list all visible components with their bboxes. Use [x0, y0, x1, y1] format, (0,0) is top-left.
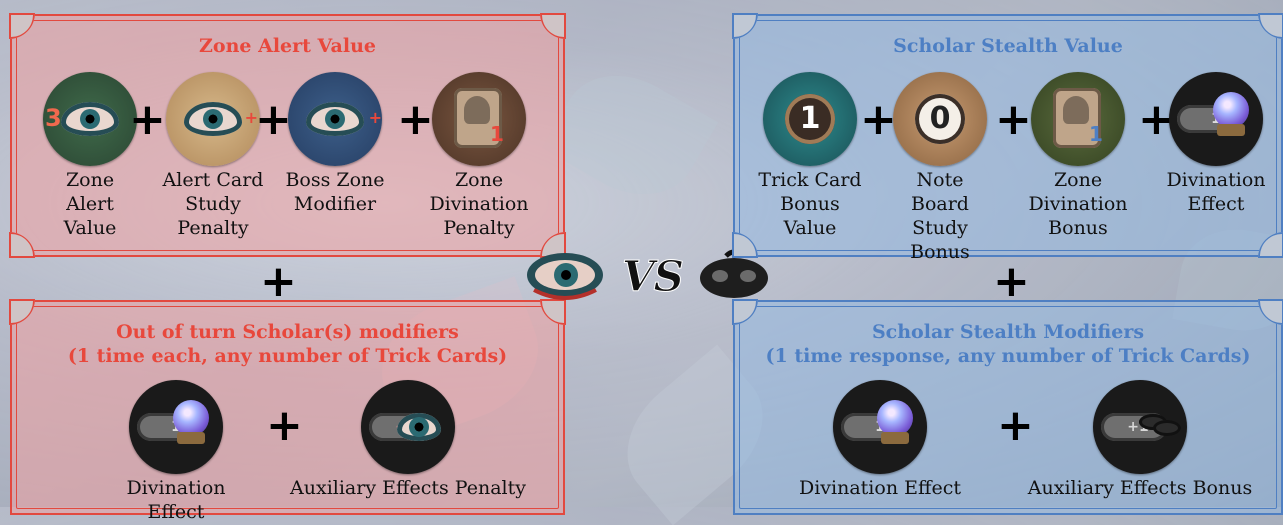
- eye-icon: +1: [361, 380, 455, 474]
- plus-icon: +: [997, 400, 1034, 451]
- note-board-study-bonus-item: 0 Note Board Study Bonus: [885, 72, 995, 264]
- divination-effect-item: 1 Divination Effect: [1161, 72, 1271, 216]
- auxiliary-effects-bonus-item: +1 Auxiliary Effects Bonus: [1025, 380, 1255, 500]
- modifiers-title-line2: (1 time each, any number of Trick Cards): [67, 345, 508, 367]
- card-graphic: [454, 88, 502, 148]
- eye-icon: [527, 253, 603, 300]
- zone-alert-value-item: 3 Zone Alert Value: [35, 72, 145, 240]
- plus-icon: +: [993, 256, 1030, 307]
- penalty-badge: +: [244, 108, 258, 127]
- card-graphic: [1053, 88, 1101, 148]
- item-label: Boss Zone Modifier: [285, 169, 385, 215]
- eye-graphic: [306, 102, 364, 136]
- plus-icon: +: [260, 256, 297, 307]
- divination-effect-item: 1 Divination Effect: [106, 380, 246, 524]
- panel-corner: [1258, 232, 1283, 258]
- scholar-stealth-panel: Scholar Stealth Value 1 Trick Card Bonus…: [732, 13, 1283, 263]
- panel-corner: [9, 232, 35, 258]
- plus-icon: +: [129, 94, 166, 145]
- modifier-badge: +: [368, 108, 382, 127]
- divination-card-icon: 1: [432, 72, 526, 166]
- item-label: Divination Effect: [1166, 169, 1266, 215]
- orb-base: [881, 432, 909, 444]
- eye-icon: +: [288, 72, 382, 166]
- token-value: 1: [785, 94, 835, 144]
- eye-graphic: [184, 102, 242, 136]
- zone-alert-title: Zone Alert Value: [199, 35, 376, 57]
- eye-graphic: [61, 102, 119, 136]
- token-value: 0: [915, 94, 965, 144]
- zone-divination-penalty-item: 1 Zone Divination Penalty: [424, 72, 534, 240]
- out-of-turn-modifiers-panel: Out of turn Scholar(s) modifiers (1 time…: [9, 299, 566, 523]
- plus-icon: +: [397, 94, 434, 145]
- item-label: Divination Effect: [798, 477, 961, 499]
- eye-icon: 3: [43, 72, 137, 166]
- modifiers-title-line1: Scholar Stealth Modifiers: [871, 321, 1145, 343]
- plus-icon: +: [995, 94, 1032, 145]
- trick-token-icon: 1: [763, 72, 857, 166]
- orb-graphic: [877, 400, 913, 436]
- scholar-stealth-title: Scholar Stealth Value: [893, 35, 1123, 57]
- note-token-icon: 0: [893, 72, 987, 166]
- item-label: Note Board Study Bonus: [910, 169, 970, 263]
- plus-icon: +: [860, 94, 897, 145]
- item-label: Zone Divination Bonus: [1028, 169, 1128, 239]
- orb-base: [177, 432, 205, 444]
- divination-badge: 1: [1089, 122, 1103, 146]
- item-label: Auxiliary Effects Penalty: [290, 477, 526, 499]
- plus-icon: +: [1138, 94, 1175, 145]
- item-label: Trick Card Bonus Value: [758, 169, 862, 239]
- zone-alert-badge: 3: [45, 104, 62, 132]
- eye-icon: +: [166, 72, 260, 166]
- item-label: Alert Card Study Penalty: [162, 169, 264, 239]
- background-leaf: [541, 52, 719, 218]
- item-label: Zone Alert Value: [63, 169, 117, 239]
- divination-effect-item: 1 Divination Effect: [795, 380, 965, 500]
- zone-alert-panel: Zone Alert Value 3 Zone Alert Value + + …: [9, 13, 566, 258]
- divination-card-icon: 1: [1031, 72, 1125, 166]
- crystal-ball-icon: 1: [129, 380, 223, 474]
- divination-badge: 1: [490, 122, 504, 146]
- boss-zone-modifier-item: + Boss Zone Modifier: [280, 72, 390, 216]
- crystal-ball-icon: 1: [1169, 72, 1263, 166]
- zone-divination-bonus-item: 1 Zone Divination Bonus: [1023, 72, 1133, 240]
- orb-graphic: [1213, 92, 1249, 128]
- item-label: Auxiliary Effects Bonus: [1027, 477, 1253, 499]
- mask-graphic: [1153, 420, 1181, 436]
- item-label: Zone Divination Penalty: [429, 169, 529, 239]
- eye-graphic: [397, 413, 442, 441]
- orb-base: [1217, 124, 1245, 136]
- orb-graphic: [173, 400, 209, 436]
- auxiliary-effects-penalty-item: +1 Auxiliary Effects Penalty: [288, 380, 528, 500]
- plus-icon: +: [255, 94, 292, 145]
- crystal-ball-icon: 1: [833, 380, 927, 474]
- modifiers-title-line1: Out of turn Scholar(s) modifiers: [116, 321, 459, 343]
- scholar-stealth-modifiers-panel: Scholar Stealth Modifiers (1 time respon…: [732, 299, 1283, 515]
- modifiers-title-line2: (1 time response, any number of Trick Ca…: [765, 345, 1251, 367]
- trick-card-bonus-item: 1 Trick Card Bonus Value: [755, 72, 865, 240]
- alert-card-study-penalty-item: + Alert Card Study Penalty: [158, 72, 268, 240]
- item-label: Divination Effect: [126, 477, 226, 523]
- mask-icon: [700, 249, 768, 298]
- mask-icon: +1: [1093, 380, 1187, 474]
- plus-icon: +: [266, 400, 303, 451]
- vs-label: VS: [622, 252, 685, 302]
